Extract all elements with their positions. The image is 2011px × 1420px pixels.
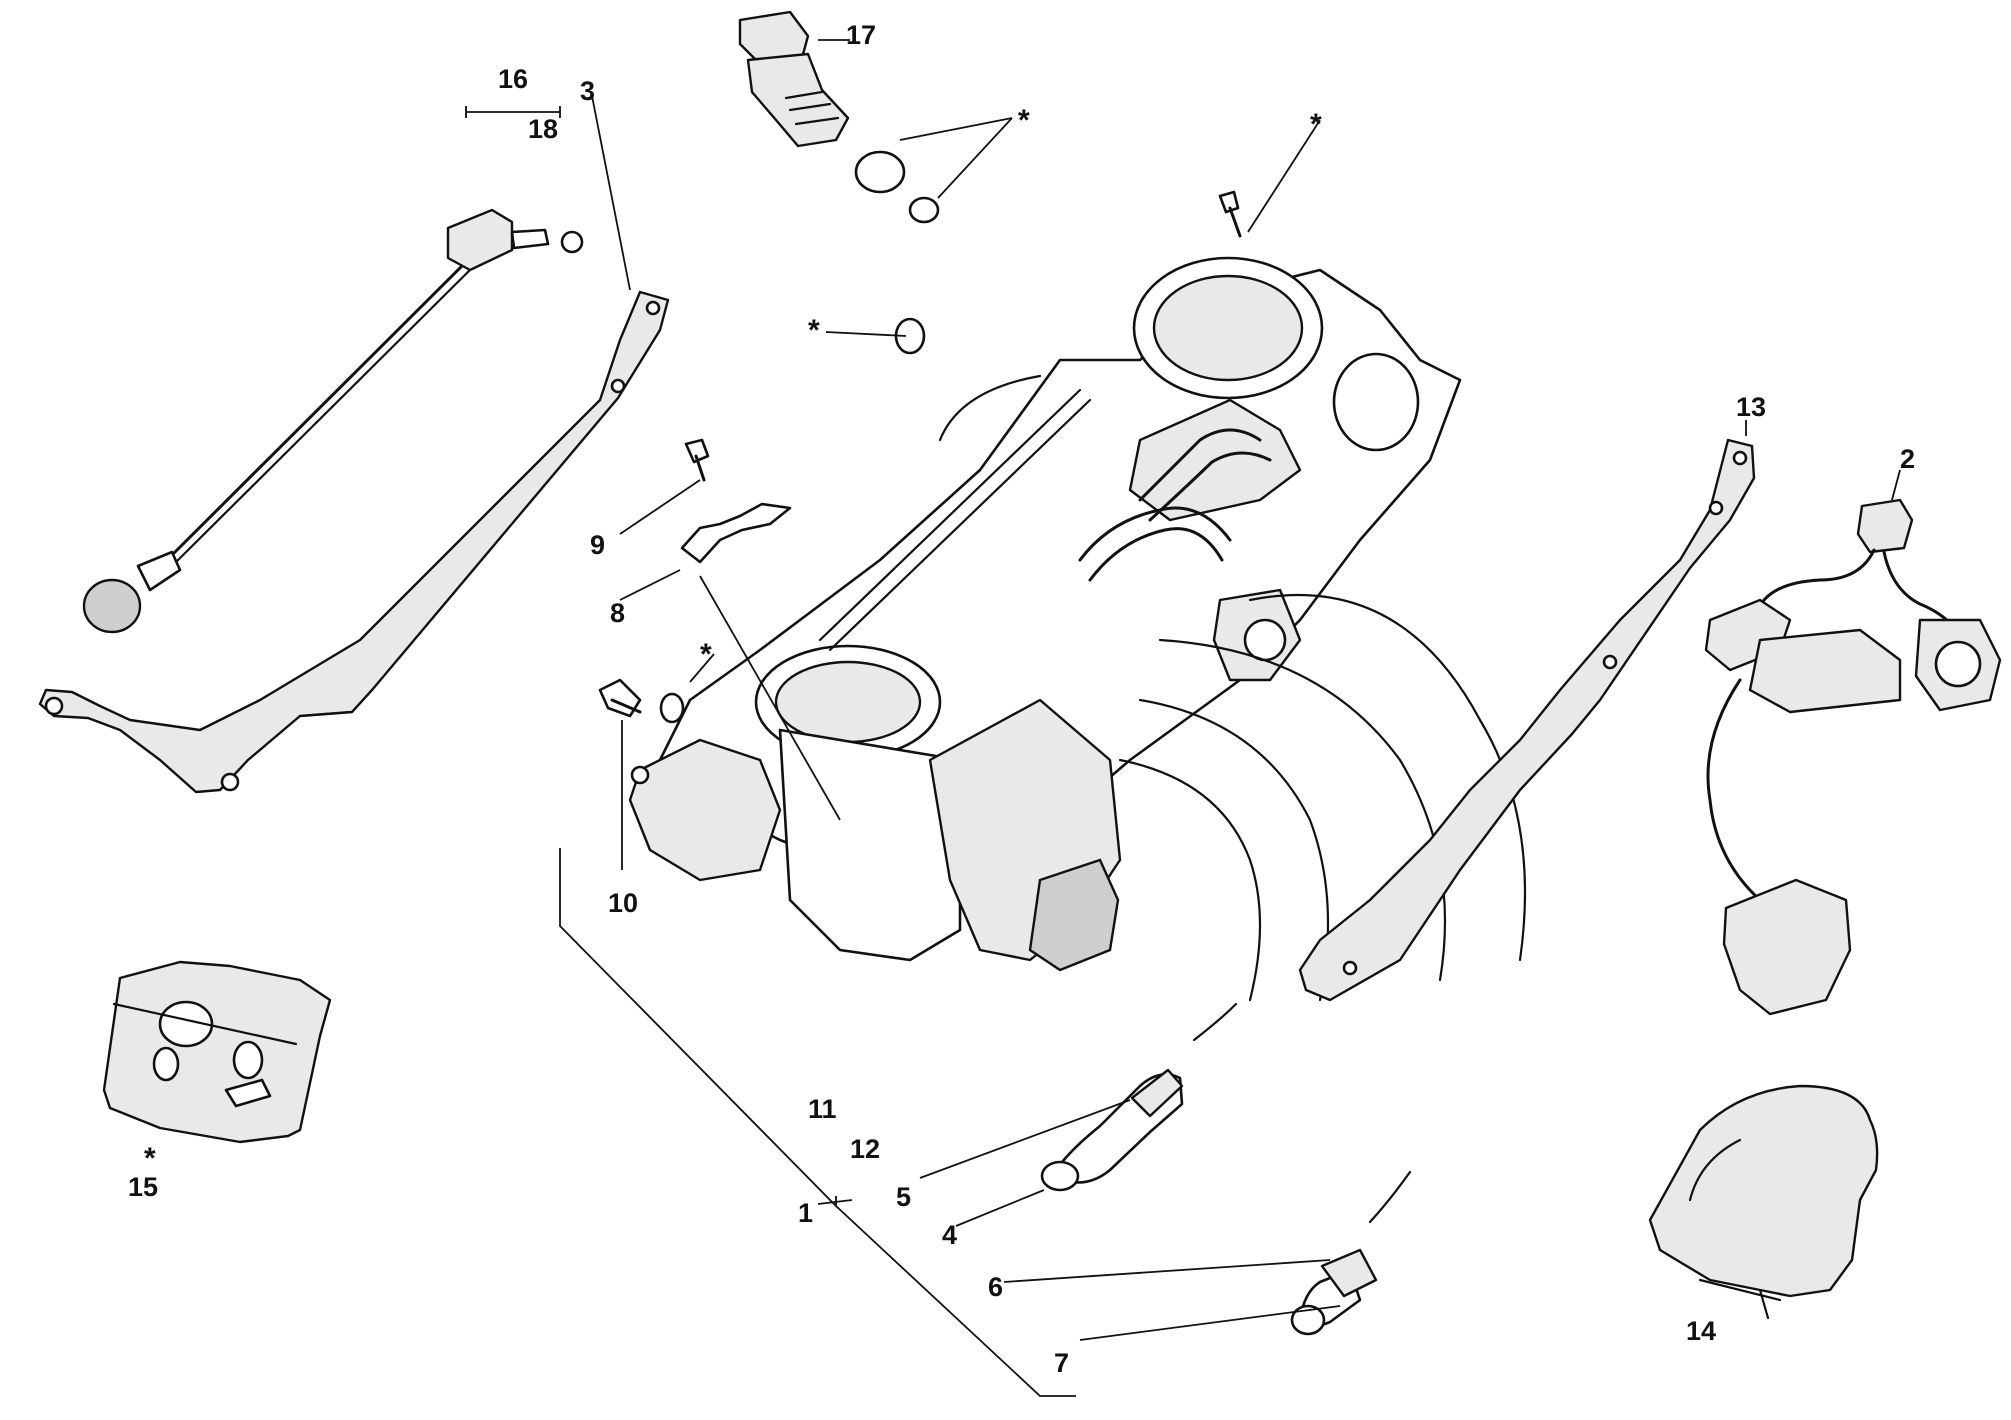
callout-12: 12 [850, 1134, 880, 1164]
callout-9: 9 [590, 530, 605, 560]
callout-14: 14 [1686, 1316, 1716, 1346]
callout-5: 5 [896, 1182, 911, 1212]
throttle-body-assembly-part-1 [628, 256, 1527, 1002]
callout-18: 18 [528, 114, 558, 144]
wiring-harness-part-2 [1704, 469, 2002, 1016]
callout-11: 11 [808, 1094, 837, 1124]
callout-8: 8 [610, 598, 625, 628]
asterisk-marker-screw: * [1310, 108, 1322, 141]
injector-part-17 [738, 10, 1013, 224]
callout-6: 6 [988, 1272, 1003, 1302]
asterisk-marker-washer: * [700, 638, 712, 671]
callout-1: 1 [798, 1198, 813, 1228]
callout-16: 16 [498, 64, 528, 94]
callout-3: 3 [580, 76, 595, 106]
callout-4: 4 [942, 1220, 957, 1250]
asterisk-marker-seal: * [808, 314, 820, 347]
callout-7: 7 [1054, 1348, 1069, 1378]
callout-13: 13 [1736, 392, 1766, 422]
linkage-rod-part-16 [82, 106, 584, 634]
gasket-kit-part-15 [102, 960, 332, 1144]
assembly-bracket-line [559, 848, 1076, 1397]
asterisk-marker-kit: * [144, 1142, 156, 1175]
hose-sections [919, 1002, 1412, 1341]
item-1-leader [817, 1199, 853, 1205]
callout-15: 15 [128, 1172, 158, 1202]
cover-part-14 [1648, 1084, 1879, 1320]
bracket-part-13 [1298, 420, 1756, 1002]
asterisk-marker-injector: * [1018, 104, 1030, 137]
callout-17: 17 [846, 20, 876, 50]
callout-2: 2 [1900, 444, 1915, 474]
support-bracket-part-3 [38, 95, 670, 794]
callout-10: 10 [608, 888, 638, 918]
small-fasteners [598, 119, 1321, 870]
